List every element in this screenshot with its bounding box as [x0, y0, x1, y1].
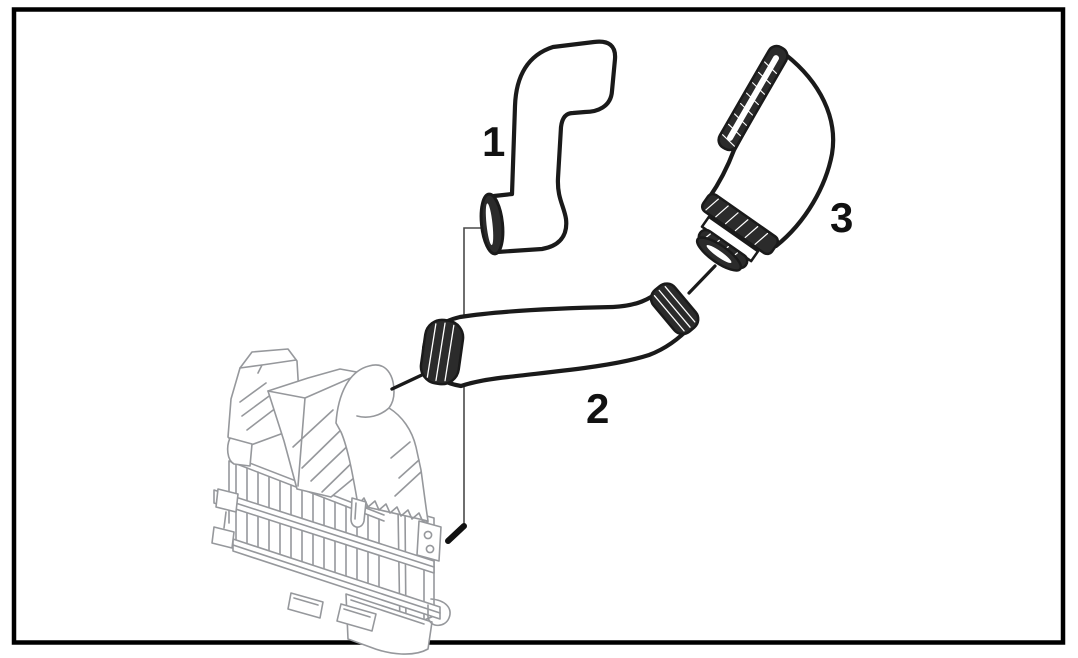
figure-border: [11, 7, 1066, 645]
hose-3-drawing: [695, 44, 836, 272]
connector-line-hose2-hose3: [687, 264, 717, 295]
mounting-bracket: [416, 520, 442, 562]
left-bracket: [211, 488, 239, 549]
hose-2-left-cuff: [419, 318, 465, 386]
callout-label-3: 3: [830, 194, 854, 241]
hose-1-cuff: [479, 192, 505, 256]
hose-3-inlet-flange: [717, 44, 789, 152]
bracket-hole: [423, 530, 433, 540]
bracket-hole: [425, 544, 435, 554]
hose-2-drawing: [419, 282, 700, 389]
air-cleaner-housing: [335, 364, 429, 522]
intercooler-bottom-skirt: [345, 593, 433, 655]
hose-1-drawing: [479, 39, 618, 256]
connector-line-hose2-intercooler: [390, 372, 426, 391]
intercooler-assembly-drawing: [211, 348, 451, 655]
hose-1-body: [491, 39, 618, 255]
housing-clip-seam: [357, 497, 429, 523]
callout-label-2: 2: [586, 385, 610, 432]
leader-line-hose-1: [463, 227, 484, 527]
leader-line-hose-1-tip: [445, 523, 467, 544]
callout-label-1: 1: [482, 118, 506, 165]
housing-latch: [350, 497, 367, 528]
hose-2-right-cuff: [649, 282, 700, 336]
hose-3-body: [706, 52, 836, 249]
hook-foot: [427, 598, 451, 627]
hose-3-clamp-ring: [700, 192, 780, 256]
